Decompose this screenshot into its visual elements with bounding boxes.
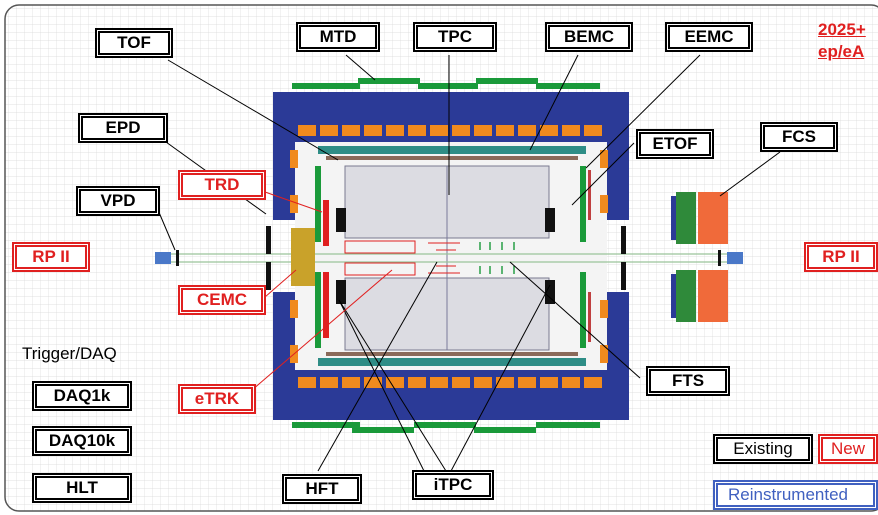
tof-label: TOF	[95, 28, 173, 58]
barrel-layers	[318, 146, 586, 366]
epd-label: EPD	[78, 113, 168, 143]
trigger-daq-heading: Trigger/DAQ	[22, 344, 117, 363]
etrk-label: eTRK	[178, 384, 256, 414]
etrk-tracker	[344, 240, 460, 276]
bemc-blocks	[290, 125, 608, 388]
epd-plates	[176, 226, 721, 290]
eemc-label: EEMC	[665, 22, 753, 52]
mtd-bars	[292, 78, 600, 433]
cemc-label: CEMC	[178, 285, 266, 315]
hft-label: HFT	[282, 474, 362, 504]
endcap-layers	[315, 166, 591, 348]
legend-new: New	[818, 434, 878, 464]
rp-left-label: RP II	[12, 242, 90, 272]
beam-pipe	[160, 253, 735, 263]
fts-tracker	[479, 242, 515, 274]
pointer-lines	[157, 54, 781, 472]
rp-right-label: RP II	[804, 242, 878, 272]
cemc-block	[291, 228, 315, 286]
collision-label: ep/eA	[818, 42, 865, 61]
itpc-label: iTPC	[412, 470, 494, 500]
hlt-label: HLT	[32, 473, 132, 503]
trd-label: TRD	[178, 170, 266, 200]
pointer-lines-red	[251, 191, 393, 391]
rp-left-block	[155, 252, 171, 264]
year-label: 2025+	[818, 20, 866, 39]
bemc-label: BEMC	[545, 22, 633, 52]
fcs-label: FCS	[760, 122, 838, 152]
vpd-label: VPD	[76, 186, 160, 216]
daq10k-label: DAQ10k	[32, 426, 132, 456]
tpc-label: TPC	[413, 22, 497, 52]
fts-label: FTS	[646, 366, 730, 396]
daq1k-label: DAQ1k	[32, 381, 132, 411]
legend-reinstrumented: Reinstrumented	[713, 480, 878, 510]
mtd-label: MTD	[296, 22, 380, 52]
rp-right-block	[727, 252, 743, 264]
etof-label: ETOF	[636, 129, 714, 159]
fcs-detector	[671, 192, 728, 322]
legend-existing: Existing	[713, 434, 813, 464]
